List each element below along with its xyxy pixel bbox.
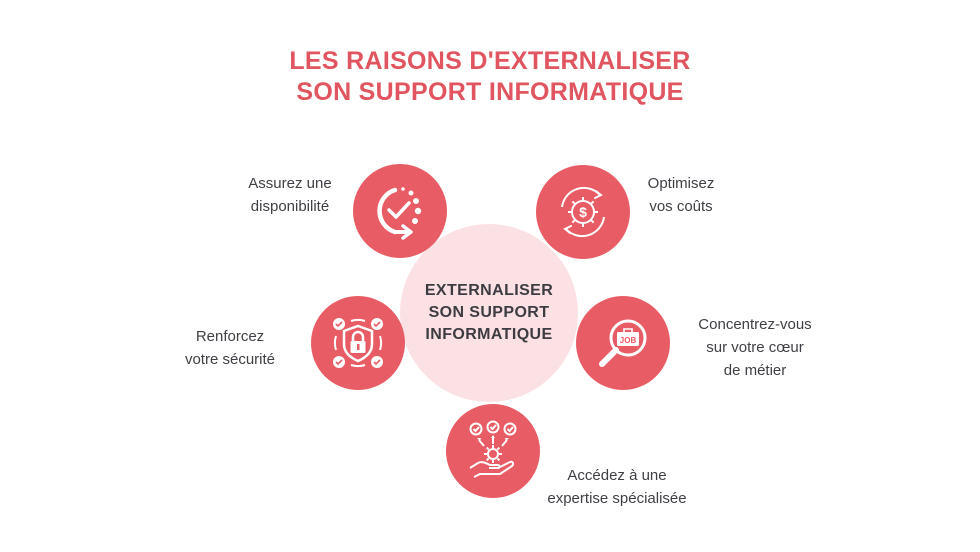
node-availability bbox=[353, 164, 447, 258]
central-topic-circle: EXTERNALISER SON SUPPORT INFORMATIQUE bbox=[400, 224, 578, 402]
cost-gear-dollar-cycle-icon: $ bbox=[561, 186, 605, 238]
node-costs: $ bbox=[536, 165, 630, 259]
center-line-3: INFORMATIQUE bbox=[425, 326, 553, 343]
label-security: Renforcez votre sécurité bbox=[184, 328, 276, 368]
title-line-2: SON SUPPORT INFORMATIQUE bbox=[296, 78, 684, 106]
svg-text:JOB: JOB bbox=[620, 336, 637, 345]
label-availability: Assurez une disponibilité bbox=[248, 175, 332, 215]
availability-clock-check-icon bbox=[377, 187, 422, 240]
center-line-1: EXTERNALISER bbox=[424, 282, 554, 299]
node-expertise bbox=[446, 404, 540, 498]
svg-text:$: $ bbox=[579, 204, 587, 220]
expertise-hand-gear-icon bbox=[469, 420, 517, 478]
job-magnifier-icon: JOB bbox=[599, 319, 647, 367]
label-core-business: Concentrez-vous sur votre cœur de métier bbox=[698, 316, 812, 379]
label-expertise: Accédez à une expertise spécialisée bbox=[547, 467, 687, 507]
page-title: LES RAISONS D'EXTERNALISER SON SUPPORT I… bbox=[0, 46, 980, 108]
security-shield-lock-icon bbox=[333, 318, 383, 368]
title-line-1: LES RAISONS D'EXTERNALISER bbox=[289, 47, 691, 75]
node-security bbox=[311, 296, 405, 390]
center-line-2: SON SUPPORT bbox=[428, 304, 550, 321]
node-core-business: JOB bbox=[576, 296, 670, 390]
label-costs: Optimisez vos coûts bbox=[647, 175, 715, 215]
